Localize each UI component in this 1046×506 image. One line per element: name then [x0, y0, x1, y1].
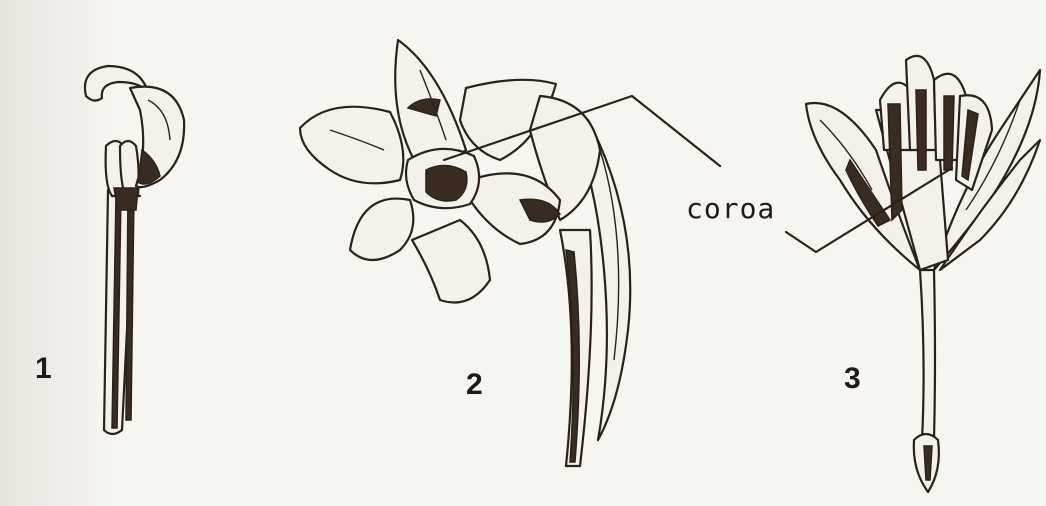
- figure-2-number: 2: [466, 368, 483, 402]
- figure-3-drawing: [786, 56, 1040, 492]
- figure-1-number: 1: [35, 352, 52, 386]
- figure-1-drawing: [85, 66, 184, 434]
- figure-3-number: 3: [844, 362, 861, 396]
- figure-2-drawing: [300, 40, 720, 466]
- coroa-label: coroa: [686, 192, 775, 225]
